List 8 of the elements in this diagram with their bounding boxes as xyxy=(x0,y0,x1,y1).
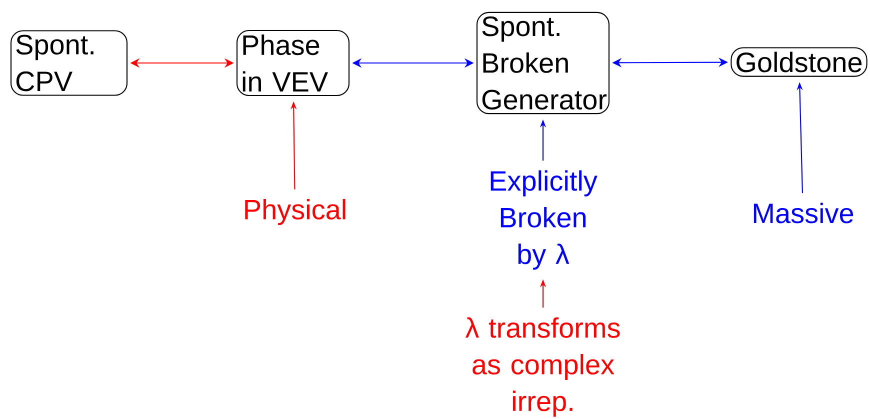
note-text: Explicitly Broken by λ xyxy=(490,170,598,270)
note-text: λ transforms as complex irrep. xyxy=(465,317,620,417)
process-box: Goldstone xyxy=(730,47,868,77)
process-box: Phase in VEV xyxy=(236,30,350,96)
process-box: Spont. CPV xyxy=(10,30,128,96)
note-text: Massive xyxy=(754,202,854,224)
note-text: Physical xyxy=(245,198,346,226)
process-box: Spont. Broken Generator xyxy=(476,12,610,114)
